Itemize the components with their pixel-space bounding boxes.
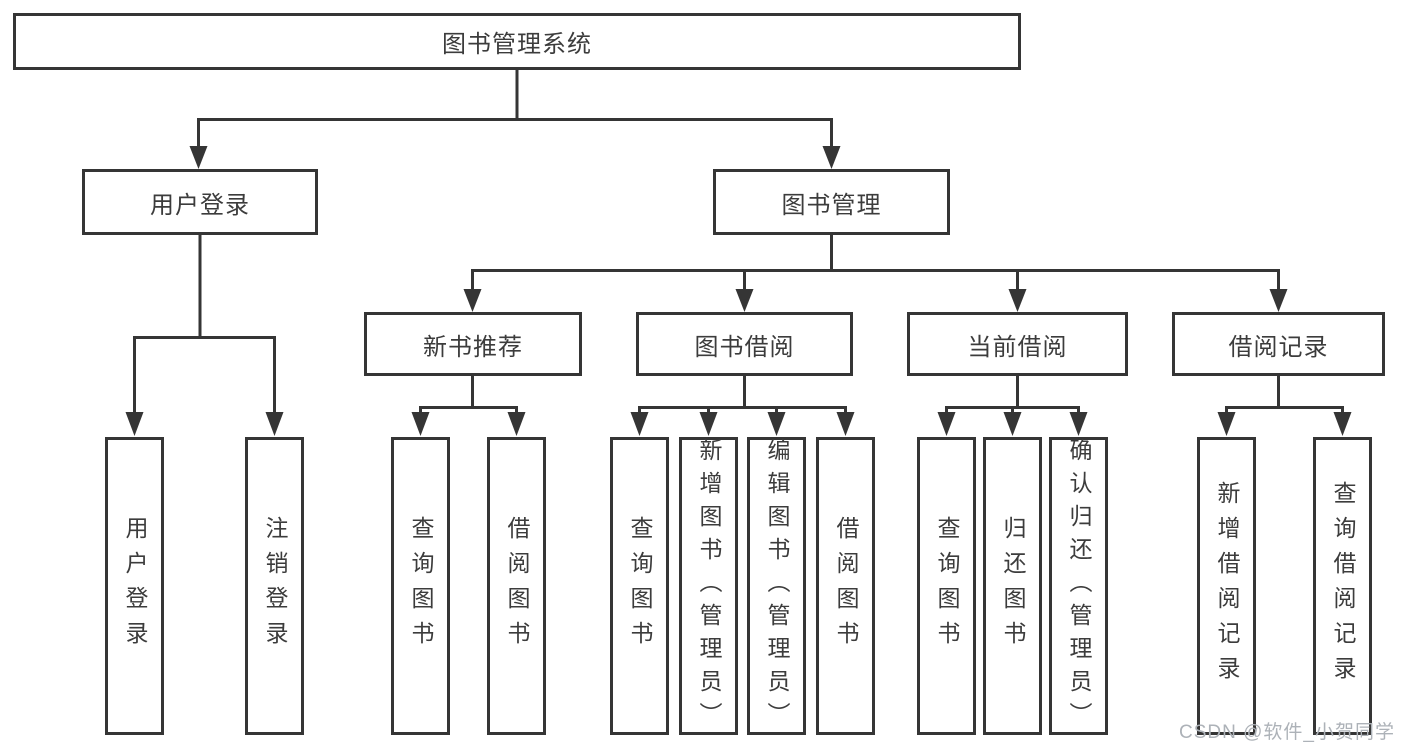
leaf-label: 确认归还（管理员） xyxy=(1066,437,1092,735)
leaf-add-book-admin: 新增图书（管理员） xyxy=(679,437,738,735)
leaf-label: 借阅图书 xyxy=(504,516,530,656)
arrow-down-icon xyxy=(1008,289,1027,312)
leaf-label: 用户登录 xyxy=(122,516,148,656)
leaf-label: 新增借阅记录 xyxy=(1214,481,1240,691)
arrowheads xyxy=(125,146,1352,436)
arrow-down-icon xyxy=(189,146,208,169)
leaf-query-book-borrowing: 查询图书 xyxy=(610,437,669,735)
leaf-label: 查询借阅记录 xyxy=(1330,481,1356,691)
node-new-book-recommendation: 新书推荐 xyxy=(364,312,582,376)
leaf-label: 注销登录 xyxy=(262,516,288,656)
arrow-down-icon xyxy=(507,412,526,436)
leaf-label: 查询图书 xyxy=(408,516,434,656)
arrow-down-icon xyxy=(699,412,718,436)
arrow-down-icon xyxy=(937,412,956,436)
connector-line xyxy=(638,406,847,418)
node-library-management-system: 图书管理系统 xyxy=(13,13,1021,70)
arrow-down-icon xyxy=(1003,412,1022,436)
arrow-down-icon xyxy=(463,289,482,312)
leaf-add-borrow-record: 新增借阅记录 xyxy=(1197,437,1256,735)
arrow-down-icon xyxy=(1069,412,1088,436)
connector-line xyxy=(133,336,276,418)
arrow-down-icon xyxy=(822,146,841,169)
leaf-return-book: 归还图书 xyxy=(983,437,1042,735)
leaf-confirm-return-admin: 确认归还（管理员） xyxy=(1049,437,1108,735)
arrow-down-icon xyxy=(1269,289,1288,312)
leaf-edit-book-admin: 编辑图书（管理员） xyxy=(747,437,806,735)
arrow-down-icon xyxy=(411,412,430,436)
leaf-label: 借阅图书 xyxy=(833,516,859,656)
leaf-label: 查询图书 xyxy=(627,516,653,656)
leaf-borrow-book-recommend: 借阅图书 xyxy=(487,437,546,735)
leaf-user-login: 用户登录 xyxy=(105,437,164,735)
leaf-label: 新增图书（管理员） xyxy=(696,437,722,735)
leaf-query-book-recommend: 查询图书 xyxy=(391,437,450,735)
leaf-label: 编辑图书（管理员） xyxy=(764,437,790,735)
arrow-down-icon xyxy=(630,412,649,436)
arrow-down-icon xyxy=(125,412,144,436)
connector-line xyxy=(471,269,1280,293)
arrow-down-icon xyxy=(735,289,754,312)
arrow-down-icon xyxy=(836,412,855,436)
leaf-borrow-book: 借阅图书 xyxy=(816,437,875,735)
connector-line xyxy=(1225,406,1344,418)
node-current-borrowing: 当前借阅 xyxy=(907,312,1128,376)
leaf-query-borrow-record: 查询借阅记录 xyxy=(1313,437,1372,735)
node-borrowing-records: 借阅记录 xyxy=(1172,312,1385,376)
node-book-management: 图书管理 xyxy=(713,169,950,235)
leaf-label: 查询图书 xyxy=(934,516,960,656)
connector-line xyxy=(197,118,833,148)
node-user-login: 用户登录 xyxy=(82,169,318,235)
leaf-label: 归还图书 xyxy=(1000,516,1026,656)
arrow-down-icon xyxy=(1217,412,1236,436)
leaf-query-book-current: 查询图书 xyxy=(917,437,976,735)
node-book-borrowing: 图书借阅 xyxy=(636,312,853,376)
arrow-down-icon xyxy=(265,412,284,436)
leaf-logout: 注销登录 xyxy=(245,437,304,735)
arrow-down-icon xyxy=(1333,412,1352,436)
connector-line xyxy=(419,406,518,418)
arrow-down-icon xyxy=(767,412,786,436)
